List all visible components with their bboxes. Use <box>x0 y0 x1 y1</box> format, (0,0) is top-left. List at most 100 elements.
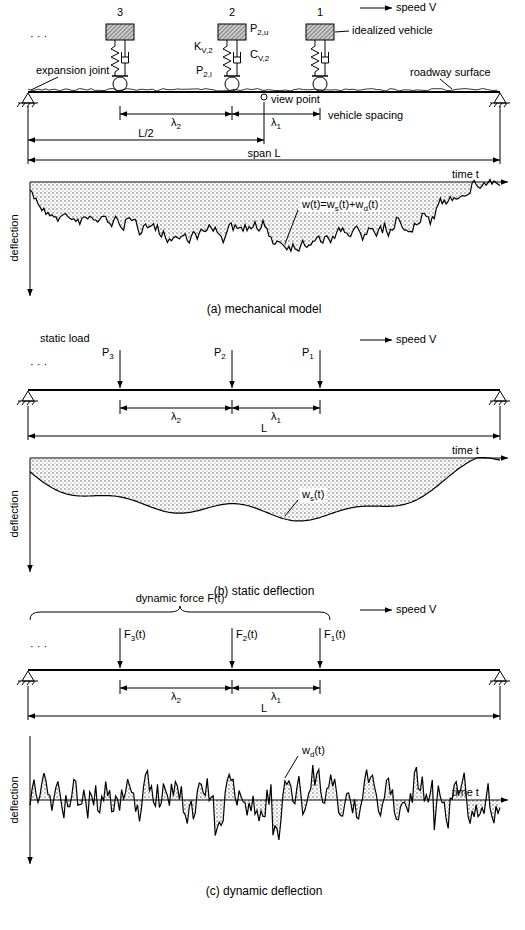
label-text: L <box>261 702 267 714</box>
label-text: P <box>250 22 257 34</box>
label-group: λ2 <box>171 410 181 424</box>
label-text: K <box>194 40 201 52</box>
label-text: (t)+w <box>339 198 364 210</box>
label-group: λ1 <box>271 690 281 704</box>
label-text: · · · <box>30 358 47 370</box>
subscript: 2,l <box>203 70 211 79</box>
label-group: deflection <box>8 214 20 261</box>
label-text: P <box>302 346 309 358</box>
label-group: λ2 <box>171 116 181 130</box>
label-text: λ <box>171 410 177 422</box>
deflection-curve <box>30 765 500 840</box>
label-group: L <box>261 422 267 434</box>
subscript: 1 <box>277 416 281 425</box>
label-group: deflection <box>8 776 20 823</box>
label-group: F2(t) <box>236 628 258 642</box>
label-group: speed V <box>396 333 436 345</box>
label-group: time t <box>452 444 479 456</box>
subscript: s <box>310 494 314 503</box>
label-text: speed V <box>396 333 436 345</box>
label-text: w <box>302 198 310 210</box>
label-group: wd(t) <box>300 744 327 758</box>
label-text: P <box>214 346 221 358</box>
label-group: speed V <box>396 603 436 615</box>
label-text: roadway surface <box>410 66 491 78</box>
subscript: 2,u <box>257 28 268 37</box>
label-group: F3(t) <box>124 628 146 642</box>
label-group: L/2 <box>138 127 153 139</box>
label-text: 3 <box>117 6 123 18</box>
label-text: time t <box>452 168 479 180</box>
subscript: 1 <box>277 696 281 705</box>
subscript: 2 <box>177 696 181 705</box>
subscript: 1 <box>331 634 335 643</box>
label-text: dynamic force F(t) <box>136 592 225 604</box>
static-deflection-area <box>30 458 500 521</box>
label-text: time t <box>452 786 479 798</box>
label-text: (a) mechanical model <box>207 302 322 316</box>
label-group: 3 <box>117 6 123 18</box>
subscript: V,2 <box>201 46 212 55</box>
label-text: static load <box>40 332 90 344</box>
label-group: (b) static deflection <box>214 584 315 598</box>
label-group: vehicle spacing <box>328 109 403 121</box>
label-text: 1 <box>317 6 323 18</box>
subscript: 2 <box>243 634 247 643</box>
label-text: λ <box>271 410 277 422</box>
subscript: 3 <box>109 352 113 361</box>
label-text: (t) <box>368 198 378 210</box>
label-text: deflection <box>8 214 20 261</box>
label-text: speed V <box>396 1 436 13</box>
label-text: (t) <box>247 628 257 640</box>
label-text: (t) <box>135 628 145 640</box>
label-text: λ <box>171 690 177 702</box>
label-text: idealized vehicle <box>352 24 433 36</box>
label-text: (t) <box>335 628 345 640</box>
label-text: deflection <box>8 776 20 823</box>
label-group: L <box>261 702 267 714</box>
label-group: P2,u <box>250 22 268 36</box>
label-group: λ1 <box>271 116 281 130</box>
label-group: · · · <box>30 30 47 42</box>
leader-line <box>285 500 298 516</box>
label-group: deflection <box>8 490 20 537</box>
label-group: idealized vehicle <box>352 24 433 36</box>
label-text: 2 <box>229 6 235 18</box>
label-group: time t <box>452 786 479 798</box>
subscript: 2 <box>177 416 181 425</box>
label-group: · · · <box>30 358 47 370</box>
label-group: CV,2 <box>250 48 269 62</box>
label-group: w(t)=ws(t)+wd(t) <box>300 198 380 212</box>
deflection-curve <box>30 458 500 521</box>
subscript: 2 <box>221 352 225 361</box>
total-deflection-area <box>30 180 500 252</box>
label-text: λ <box>171 116 177 128</box>
label-text: C <box>250 48 258 60</box>
label-group: expansion joint <box>36 64 109 76</box>
label-group: view point <box>271 93 320 105</box>
label-text: L/2 <box>138 127 153 139</box>
label-group: P2 <box>214 346 226 360</box>
label-text: speed V <box>396 603 436 615</box>
label-group: F1(t) <box>324 628 346 642</box>
label-group: speed V <box>396 1 436 13</box>
label-group: roadway surface <box>410 66 491 78</box>
label-group: KV,2 <box>194 40 213 54</box>
subscript: 1 <box>277 122 281 131</box>
label-text: span L <box>247 147 280 159</box>
label-text: (c) dynamic deflection <box>206 884 323 898</box>
label-text: vehicle spacing <box>328 109 403 121</box>
label-text: deflection <box>8 490 20 537</box>
roadway-roughness <box>28 89 497 92</box>
label-text: L <box>261 422 267 434</box>
label-group: static load <box>40 332 90 344</box>
subscript: d <box>363 204 367 213</box>
label-text: F <box>324 628 331 640</box>
label-text: expansion joint <box>36 64 109 76</box>
subscript: d <box>310 750 314 759</box>
label-text: w <box>302 744 310 756</box>
label-group: time t <box>452 168 479 180</box>
label-text: time t <box>452 444 479 456</box>
subscript: s <box>335 204 339 213</box>
label-text: F <box>236 628 243 640</box>
